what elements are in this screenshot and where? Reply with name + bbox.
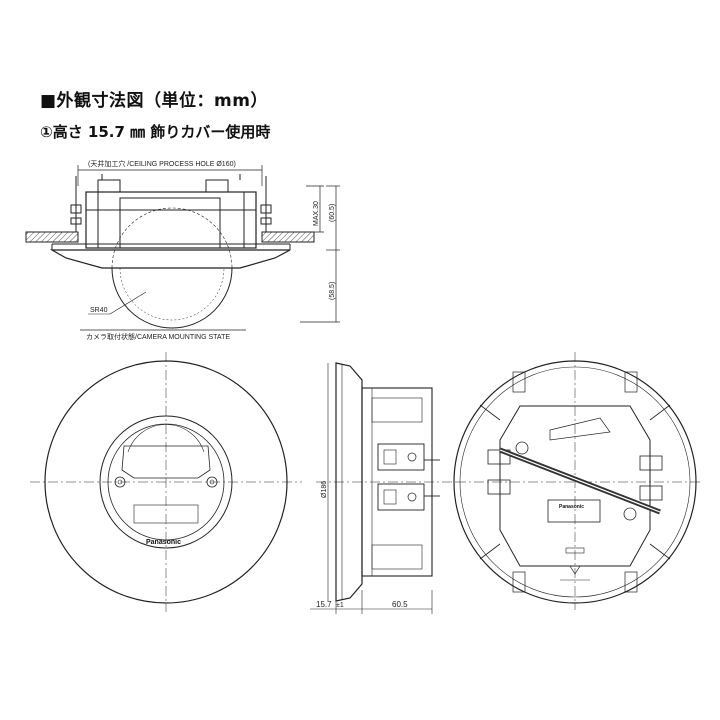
page-subtitle: ①高さ 15.7 ㎜ 飾りカバー使用時 xyxy=(40,123,271,141)
dim-15-7-label: 15.7 xyxy=(316,600,332,609)
dim-60-5-horizontal-label: 60.5 xyxy=(392,600,408,609)
panasonic-logo-front: Panasonic xyxy=(146,539,181,546)
mount-state-label: カメラ取付状態/CAMERA MOUNTING STATE xyxy=(86,332,230,341)
tolerance-label: ±1 xyxy=(336,602,344,609)
ceiling-hole-label: (天井加工穴 /CEILING PROCESS HOLE Ø160) xyxy=(88,159,236,168)
side-view xyxy=(25,165,340,331)
dim-58-5-label: (58.5) xyxy=(329,282,336,300)
panasonic-logo-rear: Panasonic xyxy=(559,504,584,510)
dim-60-5-vertical-label: (60.5) xyxy=(329,204,336,222)
diameter-186-label: Ø186 xyxy=(321,481,328,498)
rear-view xyxy=(453,352,700,610)
max30-label: MAX.30 xyxy=(313,201,320,226)
sr40-label: SR40 xyxy=(90,307,108,314)
page-title: ■外観寸法図（単位：mm） xyxy=(40,91,268,111)
side-profile xyxy=(310,362,456,614)
front-view xyxy=(30,352,302,612)
